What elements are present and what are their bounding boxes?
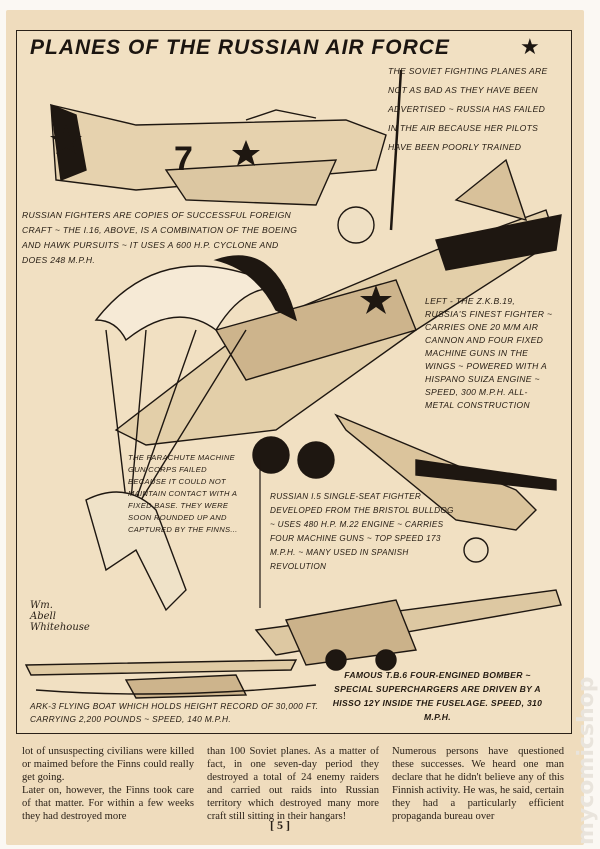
- caption-i5: Russian I.5 single-seat fighter develope…: [270, 492, 454, 571]
- artist-signature: Wm. Abell Whitehouse: [30, 600, 90, 633]
- i16-fighter-drawing: 7: [50, 69, 403, 244]
- article-column-1: lot of unsuspecting civilians were kille…: [22, 746, 194, 822]
- parachute-drawing: [85, 255, 298, 612]
- plane-number: 7: [174, 140, 193, 178]
- i5-biplane-drawing: [334, 413, 557, 563]
- aircraft-illustrations: 7: [24, 69, 562, 699]
- star-icon: ★: [520, 34, 540, 59]
- star-icon: [50, 125, 82, 154]
- caption-parachute: The parachute machine gun corps failed b…: [128, 453, 238, 534]
- caption-zkb19: Left - The Z.K.B.19, Russia's finest fig…: [425, 296, 553, 410]
- zkb19-fighter-drawing: [114, 158, 562, 479]
- caption-i16: Russian fighters are copies of successfu…: [22, 210, 298, 265]
- page-title: PLANES OF THE RUSSIAN AIR FORCE: [30, 36, 450, 59]
- article-column-2: than 100 Soviet planes. As a matter of f…: [207, 746, 379, 822]
- page-number: [ 5 ]: [270, 818, 290, 832]
- star-icon: [360, 285, 392, 314]
- caption-tb6: Famous T.B.6 four-engined bomber ~ Speci…: [332, 670, 543, 722]
- star-icon: [232, 140, 260, 166]
- watermark: mycomicshop: [574, 676, 599, 845]
- tb6-bomber-drawing: [254, 589, 562, 671]
- ark3-flying-boat-drawing: [24, 659, 317, 699]
- caption-ark3: Ark-3 flying boat which holds height rec…: [30, 701, 319, 724]
- caption-intro: The Soviet fighting planes are not as ba…: [388, 66, 548, 152]
- article-column-3: Numerous persons have questioned these s…: [392, 746, 564, 822]
